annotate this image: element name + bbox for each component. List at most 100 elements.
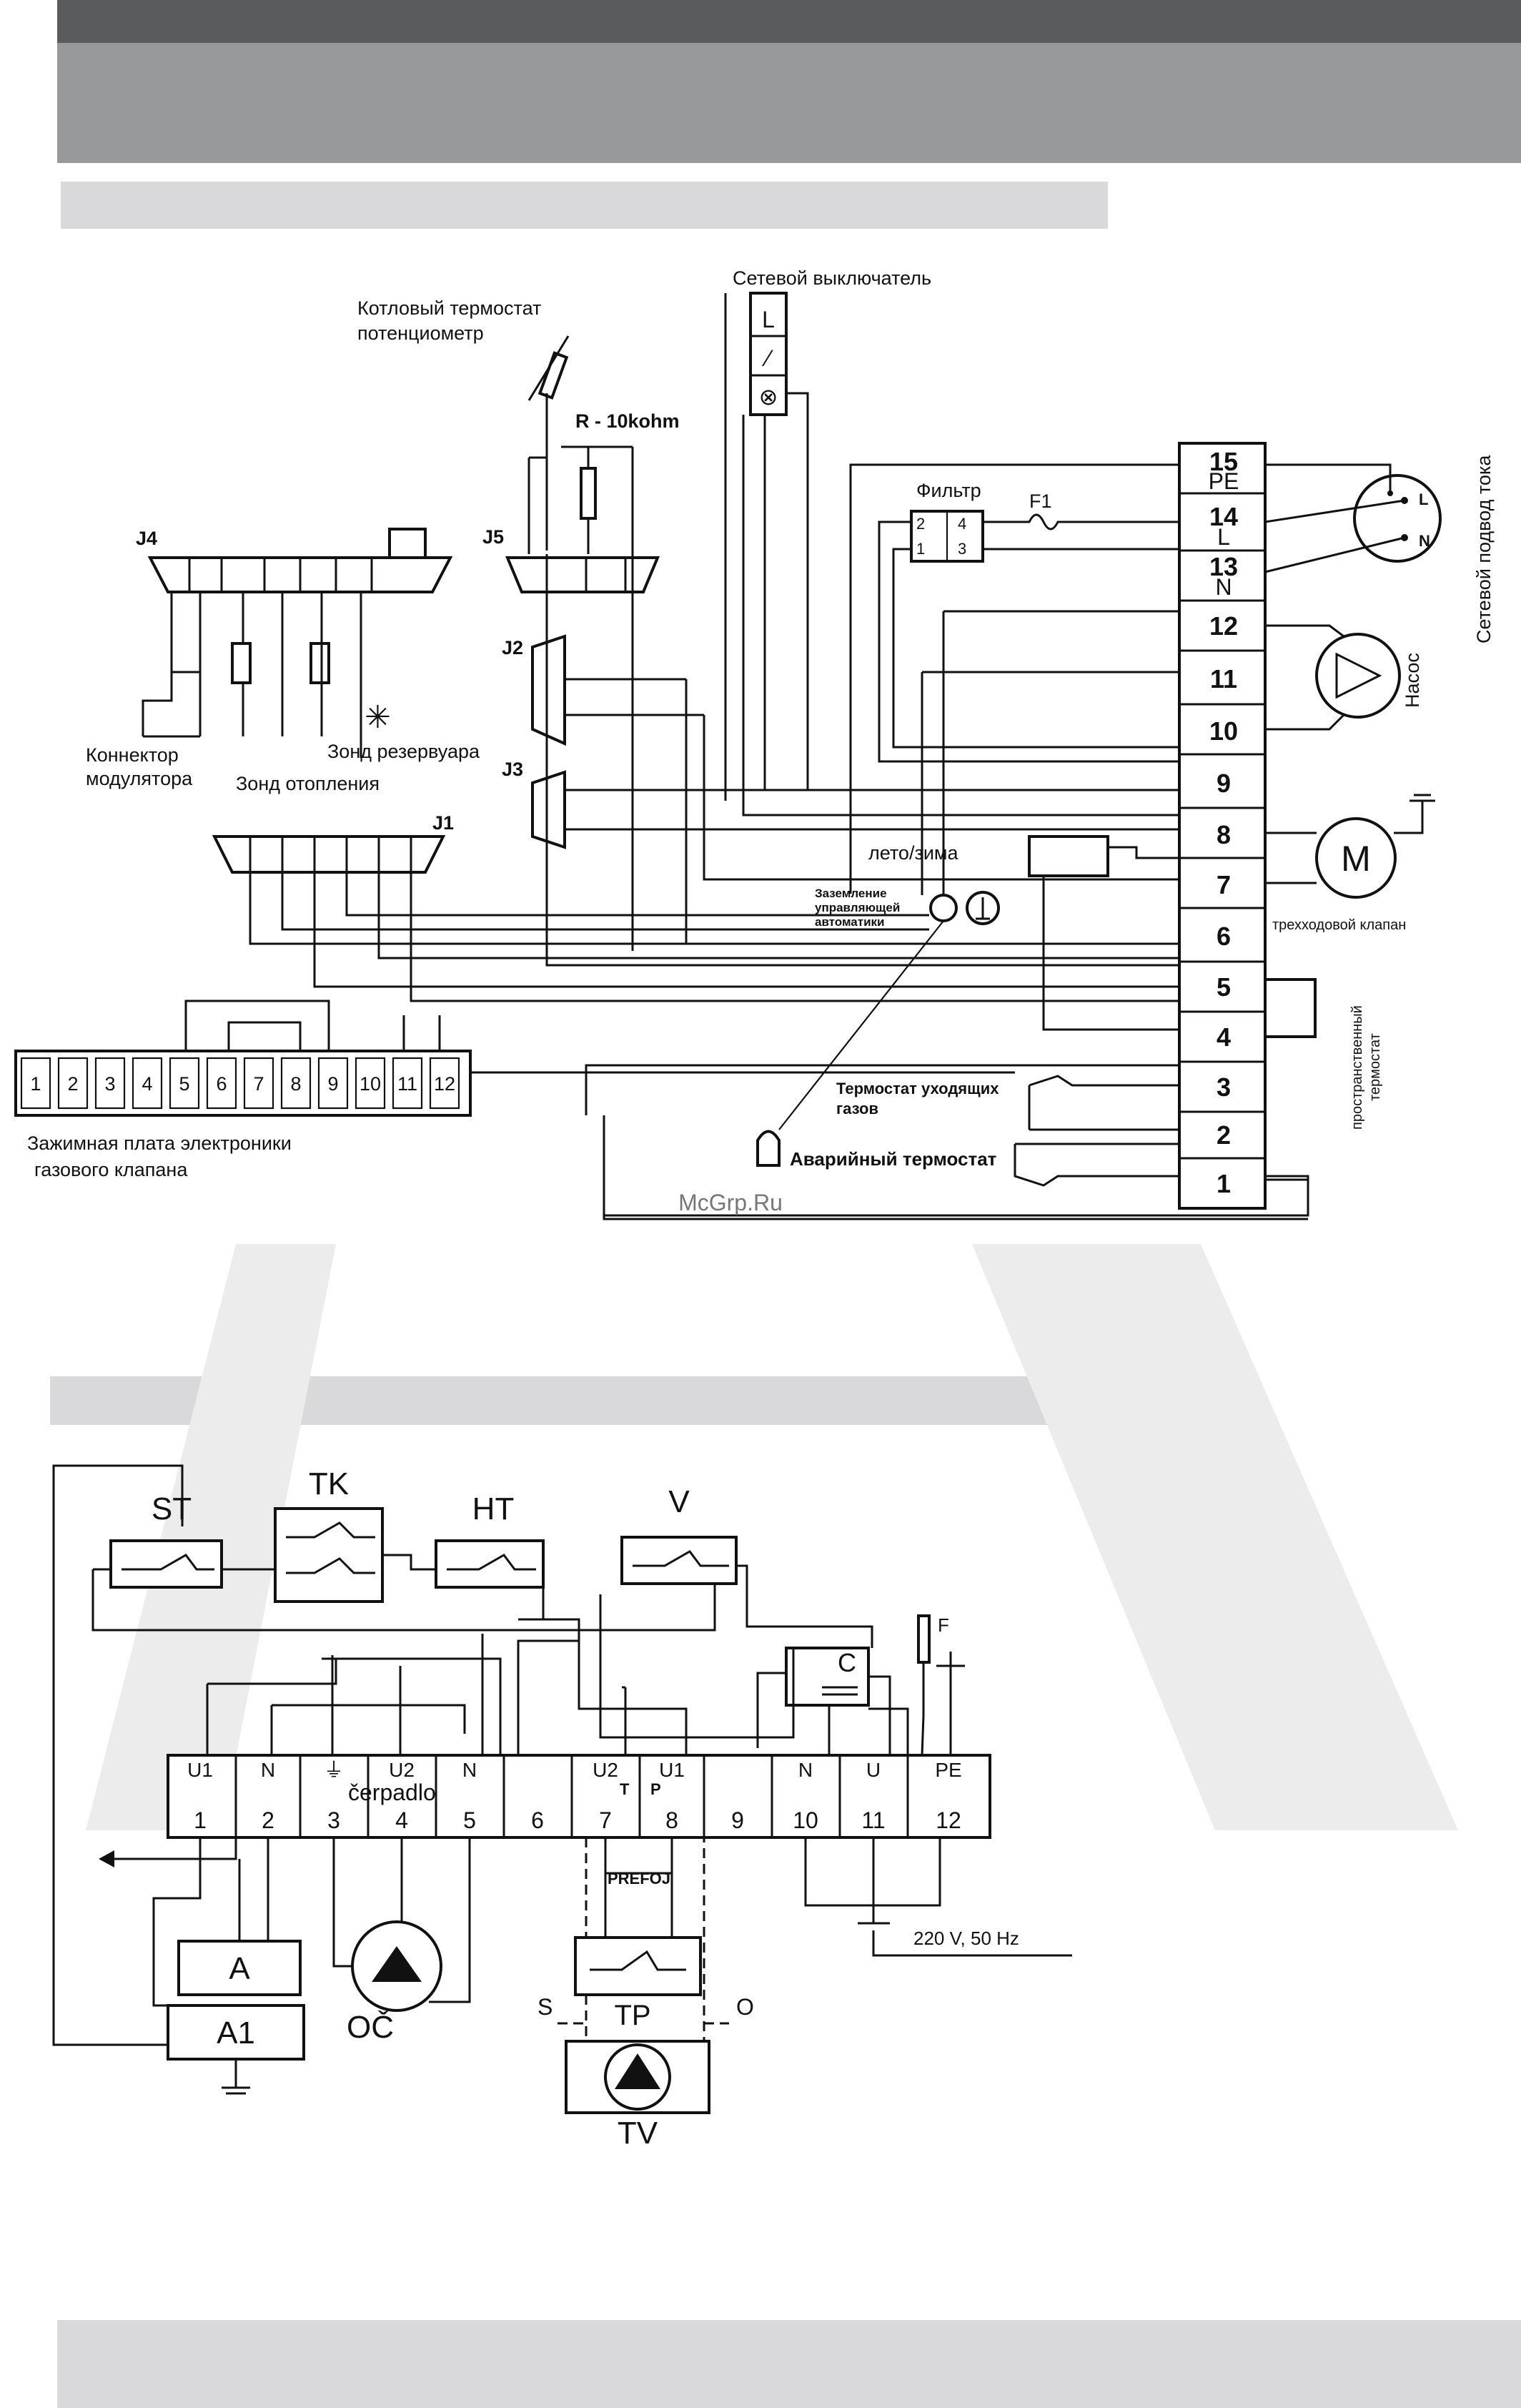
sub-t-label: T [620,1780,630,1798]
t2-num-6: 6 [531,1807,544,1833]
grounding-label-3: автоматики [815,915,884,929]
c-label: C [838,1648,856,1677]
boiler-thermostat-label-2: потенциометр [357,322,484,344]
section-title-bar-1 [61,182,1108,229]
svg-text:4: 4 [958,515,966,533]
tp-label: TP [614,2000,650,2031]
terminal-7: 7 [1217,870,1231,899]
motor-label: M [1341,839,1371,879]
switch-ht: HT [382,1491,545,1589]
gv-terminal-8: 8 [290,1073,301,1095]
diagram-2: ST TK HT V C [52,1464,1072,2151]
tk-label: TK [309,1466,349,1501]
t2-num-1: 1 [194,1807,207,1833]
gv-terminal-1: 1 [30,1073,41,1095]
fuse-label: F1 [1029,490,1052,512]
room-thermostat-label-2: термостат [1367,1033,1383,1101]
terminal-board-label-2: газового клапана [34,1159,188,1180]
switch-st: ST [109,1491,223,1589]
terminal-11: 11 [1210,664,1237,694]
terminal-4: 4 [1217,1022,1231,1052]
t2-label-2: N [261,1759,275,1781]
t2-num-8: 8 [665,1807,678,1833]
svg-text:3: 3 [958,540,966,558]
connector-j2: J2 [502,634,704,746]
terminal-10: 10 [1209,716,1238,746]
terminal-6: 6 [1217,922,1231,951]
terminal-14: 14 [1209,502,1238,531]
gv-terminal-9: 9 [327,1073,338,1095]
upper-wiring [91,1564,952,1756]
unit-tp [574,1936,702,1996]
t2-label-8: U1 [659,1759,685,1781]
t2-num-12: 12 [936,1807,961,1833]
a-label: A [229,1951,250,1986]
t2-num-10: 10 [793,1807,818,1833]
t2-label-7: U2 [593,1759,618,1781]
switch-tk: TK [222,1466,384,1603]
connector-j5-label: J5 [482,526,504,548]
terminal-pe: PE [1209,468,1239,494]
unit-a1 [167,2004,305,2061]
terminal-3: 3 [1217,1072,1231,1102]
asterisk-icon: ✳ [365,700,391,735]
modulator-connector-label-1: Коннектор [86,744,179,766]
svg-text:1: 1 [916,540,925,558]
terminal-n: N [1215,574,1232,600]
three-way-valve-label: трехходовой клапан [1272,917,1406,933]
unit-a [177,1940,302,1996]
emergency-thermostat-label: Аварийный термостат [790,1148,997,1170]
gv-terminal-6: 6 [216,1073,227,1095]
s-label: S [537,1994,553,2020]
flue-thermostat: Термостат уходящих газов [836,1075,1179,1131]
summer-winter-label: лето/зима [868,842,958,864]
t2-num-4: 4 [395,1807,408,1833]
cerpadlo-label: čerpadlo [348,1780,436,1805]
terminal-5: 5 [1217,972,1231,1002]
switch-lamp-icon: ⊗ [759,384,778,410]
gas-valve-terminal-board: 1 2 3 4 5 6 7 8 9 10 11 12 Зажимная плат… [14,1050,472,1180]
sub-p-label: P [650,1780,661,1798]
network-switch-label: Сетевой выключатель [733,267,931,289]
tv-label: TV [618,2116,658,2151]
flue-thermostat-label-1: Термостат уходящих [836,1080,999,1097]
header-bar [57,43,1521,163]
a1-label: A1 [217,2015,255,2051]
room-thermostat-label-1: пространственный [1349,1005,1365,1130]
connector-j5: J5 [482,526,660,593]
grounding-label-2: управляющей [815,901,900,914]
three-way-valve: M трехходовой клапан [1265,794,1435,933]
t2-num-9: 9 [731,1807,744,1833]
pump-label: Насос [1402,653,1423,708]
svg-text:L: L [1419,490,1428,508]
gv-terminal-2: 2 [67,1073,78,1095]
gv-terminal-10: 10 [360,1073,381,1095]
room-thermostat: пространственный термостат [1264,978,1383,1130]
gv-terminal-4: 4 [142,1073,152,1095]
connector-j1-label: J1 [432,812,454,834]
terminal-board-label-1: Зажимная плата электроники [27,1133,292,1154]
resistor-label: R - 10kohm [575,410,680,432]
v-label: V [668,1484,690,1519]
terminal-12: 12 [1209,611,1238,641]
filter-label: Фильтр [916,480,981,501]
terminal-8: 8 [1217,820,1231,849]
emergency-thermostat: Аварийный термостат [756,1130,1179,1187]
svg-text:2: 2 [916,515,925,533]
connector-j3-label: J3 [502,759,523,780]
terminal-9: 9 [1217,769,1231,798]
t2-label-5: N [462,1759,477,1781]
lower-wiring: A A1 OČ PREFOJ [99,1837,1072,2151]
terminal-13: 13 [1209,552,1238,581]
terminal-15: 15 [1209,447,1238,476]
t2-num-11: 11 [861,1807,885,1833]
supply-label: 220 V, 50 Hz [913,1928,1019,1949]
connector-j3: J3 [502,759,1179,849]
connector-j4-label: J4 [136,528,157,549]
switch-v: V [620,1484,738,1585]
boiler-thermostat: Котловый термостат потенциометр R - 10ko… [357,297,680,554]
st-label: ST [152,1491,192,1526]
t2-label-11: U [866,1759,881,1781]
footer-bar [57,2320,1521,2408]
